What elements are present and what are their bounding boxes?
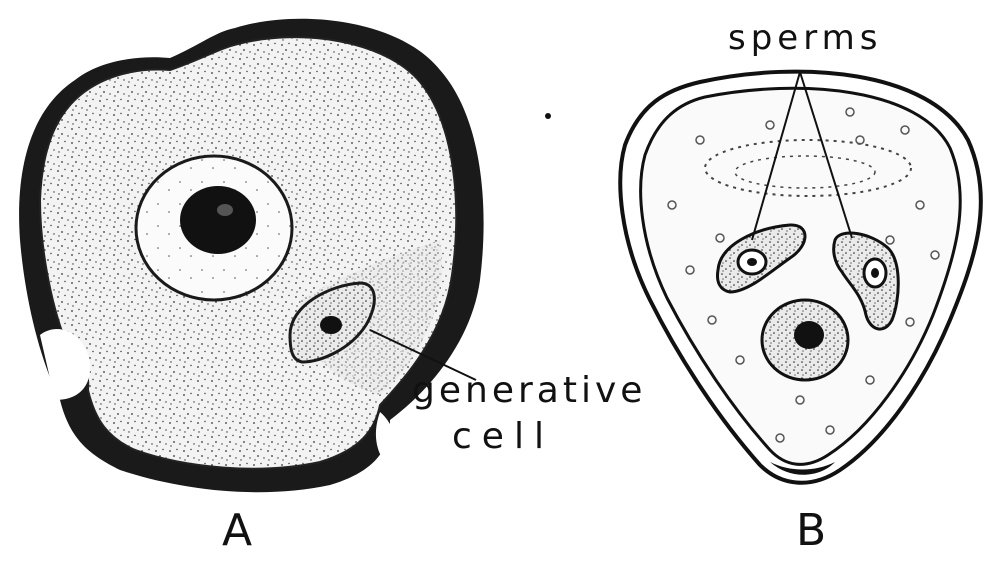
pollen-grain-a	[19, 19, 484, 492]
pollen-grain-b	[620, 72, 981, 483]
nucleolus	[180, 186, 256, 254]
generative-nucleus	[320, 316, 342, 334]
generative-cell-label-line1: generative	[412, 370, 646, 411]
germ-pore-a-2	[376, 412, 396, 470]
sperms-label: sperms	[728, 18, 882, 58]
panel-a-label: A	[222, 505, 252, 556]
sperm-nucleolus-1	[747, 258, 757, 266]
panel-b-label: B	[796, 505, 826, 556]
tube-nucleolus	[794, 321, 824, 349]
generative-cell-label-line2: cell	[452, 416, 554, 457]
nucleolus-highlight	[217, 204, 233, 216]
sperm-nucleolus-2	[871, 268, 879, 278]
inner-wall-b	[641, 88, 961, 464]
stray-dot	[545, 113, 551, 119]
